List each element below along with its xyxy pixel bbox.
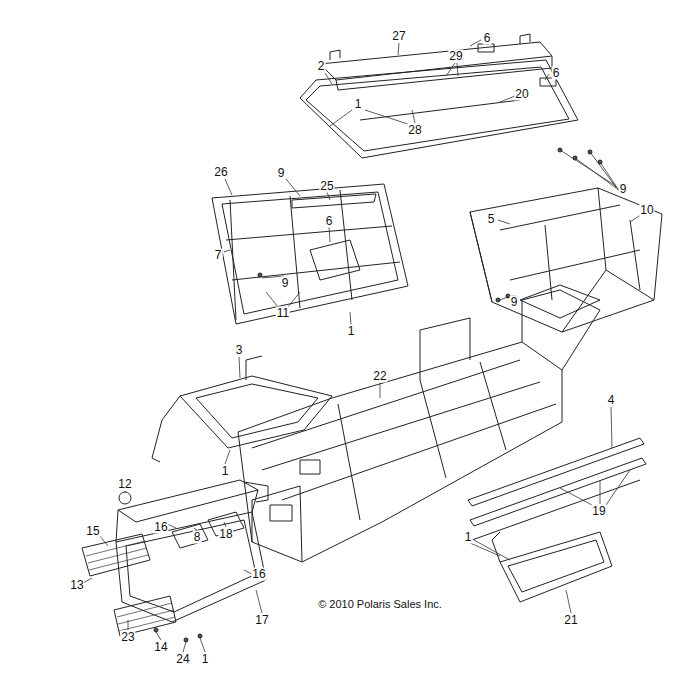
callout-number: 11 bbox=[276, 307, 290, 320]
callout-number: 16 bbox=[153, 521, 168, 534]
callout-number: 10 bbox=[639, 204, 654, 217]
callout-number: 28 bbox=[407, 124, 422, 137]
callout-number: 1 bbox=[201, 653, 210, 666]
callout-number: 21 bbox=[563, 614, 578, 627]
callout-number: 23 bbox=[120, 631, 135, 644]
callout-number: 27 bbox=[391, 30, 406, 43]
callout-number: 18 bbox=[218, 528, 233, 541]
callout-number: 7 bbox=[214, 249, 223, 262]
callout-number: 19 bbox=[591, 505, 606, 518]
callout-number: 6 bbox=[325, 215, 334, 228]
callout-number: 5 bbox=[487, 213, 496, 226]
callout-number: 3 bbox=[235, 344, 244, 357]
callout-number: 17 bbox=[254, 614, 269, 627]
callout-number: 25 bbox=[319, 180, 334, 193]
callout-number: 1 bbox=[221, 465, 230, 478]
callout-number: 9 bbox=[281, 277, 290, 290]
callout-number: 6 bbox=[483, 32, 492, 45]
callout-number: 15 bbox=[85, 525, 100, 538]
callout-number: 14 bbox=[153, 641, 168, 654]
callout-number: 24 bbox=[175, 653, 190, 666]
callout-number: 20 bbox=[514, 88, 529, 101]
callout-number: 1 bbox=[464, 531, 473, 544]
callout-number: 4 bbox=[607, 394, 616, 407]
callout-number: 13 bbox=[69, 579, 84, 592]
callout-number: 9 bbox=[510, 296, 519, 309]
callout-number: 8 bbox=[193, 531, 202, 544]
callout-number: 16 bbox=[251, 568, 266, 581]
callout-number: 2 bbox=[317, 60, 326, 73]
callout-number: 26 bbox=[213, 166, 228, 179]
callout-number: 1 bbox=[347, 325, 356, 338]
copyright-note: © 2010 Polaris Sales Inc. bbox=[315, 598, 445, 611]
callout-number: 9 bbox=[619, 183, 628, 196]
callout-number: 6 bbox=[552, 67, 561, 80]
callout-number: 29 bbox=[448, 50, 463, 63]
callout-number: 12 bbox=[117, 478, 132, 491]
callout-number: 9 bbox=[277, 167, 286, 180]
callout-number: 22 bbox=[372, 370, 387, 383]
callout-number: 1 bbox=[354, 98, 363, 111]
